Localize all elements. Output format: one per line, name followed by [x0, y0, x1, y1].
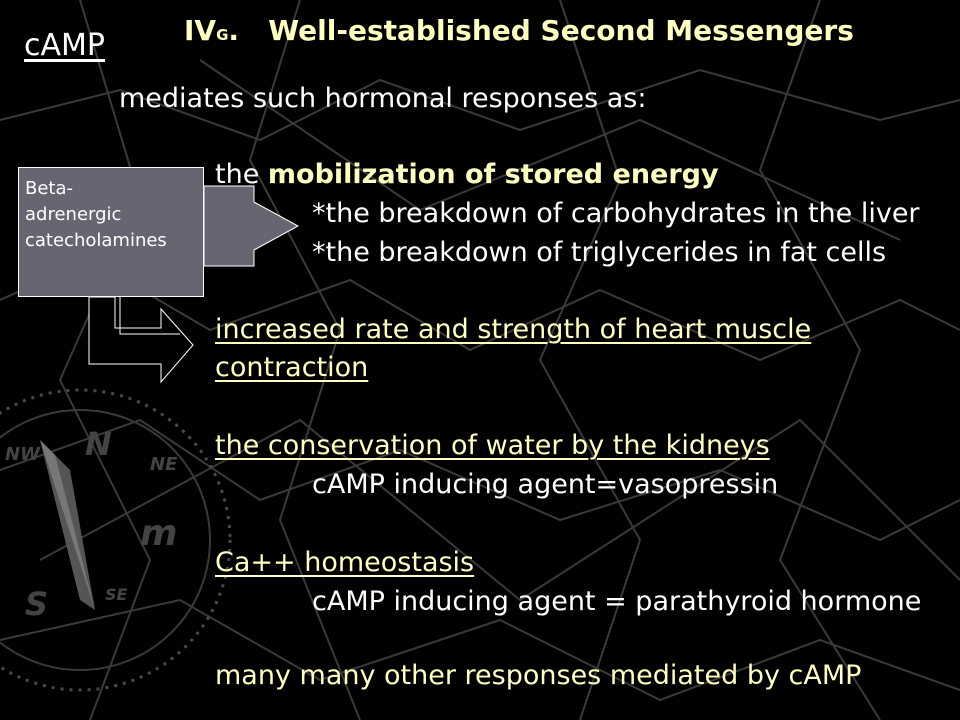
item-energy-prefix: the: [215, 159, 268, 190]
item-energy-sub2: *the breakdown of triglycerides in fat c…: [312, 237, 887, 268]
box-line-2: adrenergic: [25, 204, 122, 225]
item-heart-line1: increased rate and strength of heart mus…: [215, 314, 812, 345]
title-dot: .: [228, 14, 240, 47]
item-heart-line2: contraction: [215, 352, 369, 383]
title-text: Well-established Second Messengers: [268, 14, 854, 47]
item-calcium: Ca++ homeostasis: [215, 547, 475, 578]
box-line-1: Beta-: [25, 178, 74, 199]
arrow-to-energy: [203, 185, 300, 267]
beta-adrenergic-box: Beta- adrenergic catecholamines: [18, 167, 204, 297]
compass-nw: NW: [5, 444, 41, 465]
compass-se: SE: [105, 585, 128, 604]
item-water-sub: cAMP inducing agent=vasopressin: [312, 469, 779, 500]
item-calcium-sub: cAMP inducing agent = parathyroid hormon…: [312, 586, 922, 617]
arrow-to-heart: [88, 296, 194, 384]
page-title: IVG. Well-established Second Messengers: [184, 14, 854, 47]
item-energy-bold: mobilization of stored energy: [267, 159, 719, 190]
item-energy: the mobilization of stored energy: [215, 159, 719, 190]
arrow-bend-line: [119, 297, 180, 335]
compass-n: N: [85, 425, 112, 463]
compass-decoration: N NE NW m S SE: [0, 388, 232, 692]
box-line-3: catecholamines: [25, 230, 167, 251]
compass-m: m: [140, 513, 178, 554]
title-sub: G: [216, 26, 229, 44]
compass-s: S: [25, 585, 48, 623]
item-energy-sub1: *the breakdown of carbohydrates in the l…: [312, 198, 920, 229]
title-prefix: IV: [184, 14, 217, 47]
camp-heading: cAMP: [24, 28, 105, 63]
intro-text: mediates such hormonal responses as:: [119, 83, 647, 114]
compass-ne: NE: [150, 454, 178, 475]
item-other: many many other responses mediated by cA…: [215, 660, 862, 691]
item-water: the conservation of water by the kidneys: [215, 430, 770, 461]
